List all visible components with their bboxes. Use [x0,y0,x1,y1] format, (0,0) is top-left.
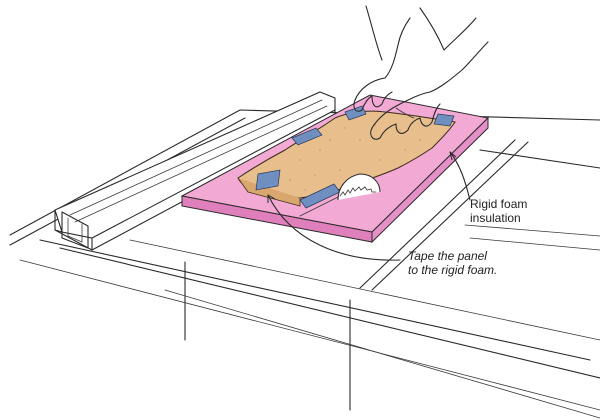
foam-leader-arrow [449,151,457,161]
tape-strips [255,105,455,209]
foam-leader [449,151,471,201]
tape-strip [255,169,281,191]
callout-leaders [267,151,471,261]
tape-strip [291,127,323,146]
saw-table [9,109,600,419]
tape-callout: Tape the panel to the rigid foam. [408,249,497,277]
foam-label-line-1: Rigid foam [470,197,527,211]
tape-label-line-2: to the rigid foam. [408,263,497,277]
foam-right-edge [371,116,489,244]
foam-callout: Rigid foam insulation [470,197,527,225]
tape-label-line-1: Tape the panel [408,249,487,263]
hands [353,5,489,140]
saw-blade [337,173,381,201]
foam-label-line-2: insulation [470,211,521,225]
tape-strip [344,105,367,121]
tape-strip [433,113,455,127]
tape-leader [267,194,401,261]
tape-leader-arrow [267,194,276,203]
